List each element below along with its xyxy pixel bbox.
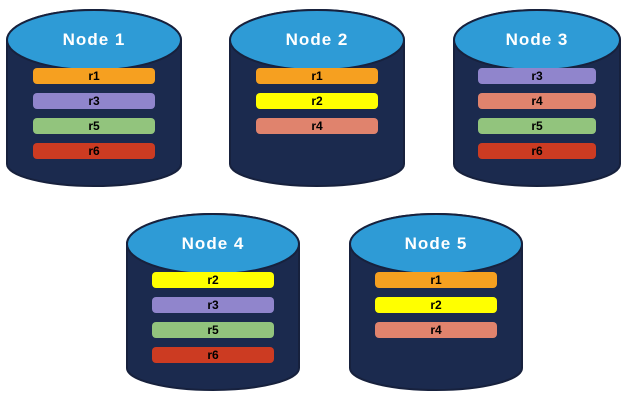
- replica-bar[interactable]: r5: [33, 118, 155, 134]
- replica-bar[interactable]: r2: [152, 272, 274, 288]
- replica-bar[interactable]: r4: [375, 322, 497, 338]
- replica-bar[interactable]: r1: [256, 68, 378, 84]
- replica-bar[interactable]: r4: [256, 118, 378, 134]
- replica-bar[interactable]: r6: [152, 347, 274, 363]
- replica-list: r1 r3 r5 r6: [5, 68, 183, 159]
- cylinder-top-cap: [229, 9, 405, 71]
- replica-bar[interactable]: r6: [33, 143, 155, 159]
- replica-bar[interactable]: r2: [256, 93, 378, 109]
- replica-bar[interactable]: r2: [375, 297, 497, 313]
- cylinder-top-cap: [453, 9, 621, 71]
- replica-list: r1 r2 r4: [348, 272, 524, 338]
- replica-bar[interactable]: r1: [33, 68, 155, 84]
- replica-bar[interactable]: r6: [478, 143, 596, 159]
- replica-bar[interactable]: r3: [478, 68, 596, 84]
- cylinder-top-cap: [349, 213, 523, 275]
- replica-bar[interactable]: r1: [375, 272, 497, 288]
- replica-list: r1 r2 r4: [228, 68, 406, 134]
- replica-list: r3 r4 r5 r6: [452, 68, 622, 159]
- replica-bar[interactable]: r3: [33, 93, 155, 109]
- replica-bar[interactable]: r4: [478, 93, 596, 109]
- cylinder-top-cap: [126, 213, 300, 275]
- replica-bar[interactable]: r5: [478, 118, 596, 134]
- cylinder-top-cap: [6, 9, 182, 71]
- replica-list: r2 r3 r5 r6: [125, 272, 301, 363]
- replica-bar[interactable]: r3: [152, 297, 274, 313]
- replica-bar[interactable]: r5: [152, 322, 274, 338]
- cylinder-shape: [126, 213, 300, 391]
